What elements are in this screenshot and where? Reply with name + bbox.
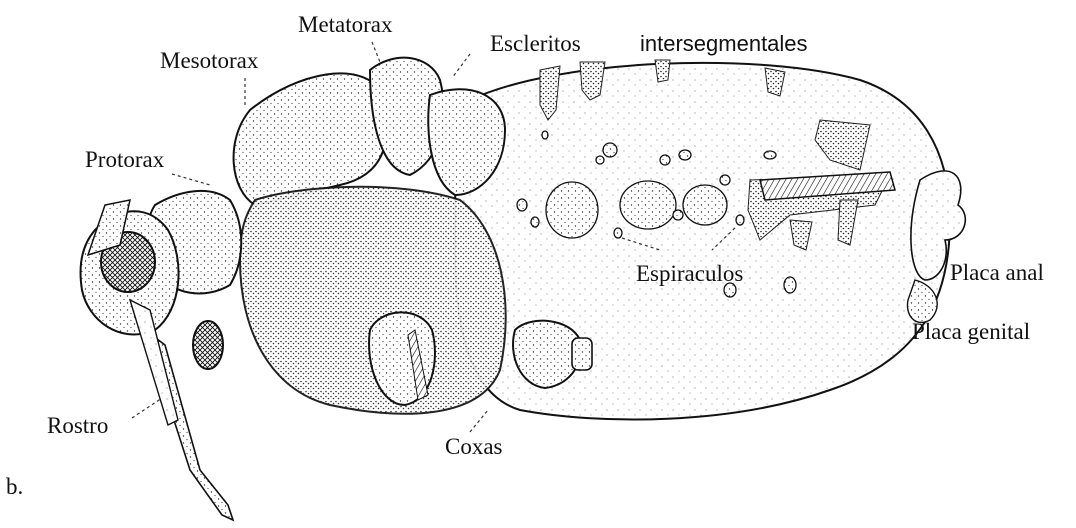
label-protorax: Protorax — [85, 148, 164, 171]
leader-rostro — [132, 398, 162, 418]
label-espiraculos: Espiraculos — [636, 262, 743, 285]
panel-letter: b. — [6, 475, 23, 498]
leader-coxas — [470, 410, 488, 432]
leader-metatorax — [372, 42, 380, 62]
second-eye — [193, 321, 223, 369]
label-placa-anal: Placa anal — [950, 261, 1044, 284]
label-escleritos-word1: Escleritos — [490, 32, 581, 55]
label-metatorax: Metatorax — [298, 13, 393, 36]
thorax-lower — [240, 187, 506, 414]
label-mesotorax: Mesotorax — [160, 49, 258, 72]
leader-escleritos — [452, 54, 470, 78]
leader-protorax — [172, 174, 210, 185]
mesotorax — [234, 73, 387, 205]
label-placa-genital: Placa genital — [912, 320, 1030, 343]
label-escleritos-word2: intersegmentales — [640, 33, 808, 55]
label-coxas: Coxas — [445, 435, 503, 458]
coxa-stump — [572, 338, 592, 370]
label-rostro: Rostro — [47, 414, 108, 437]
